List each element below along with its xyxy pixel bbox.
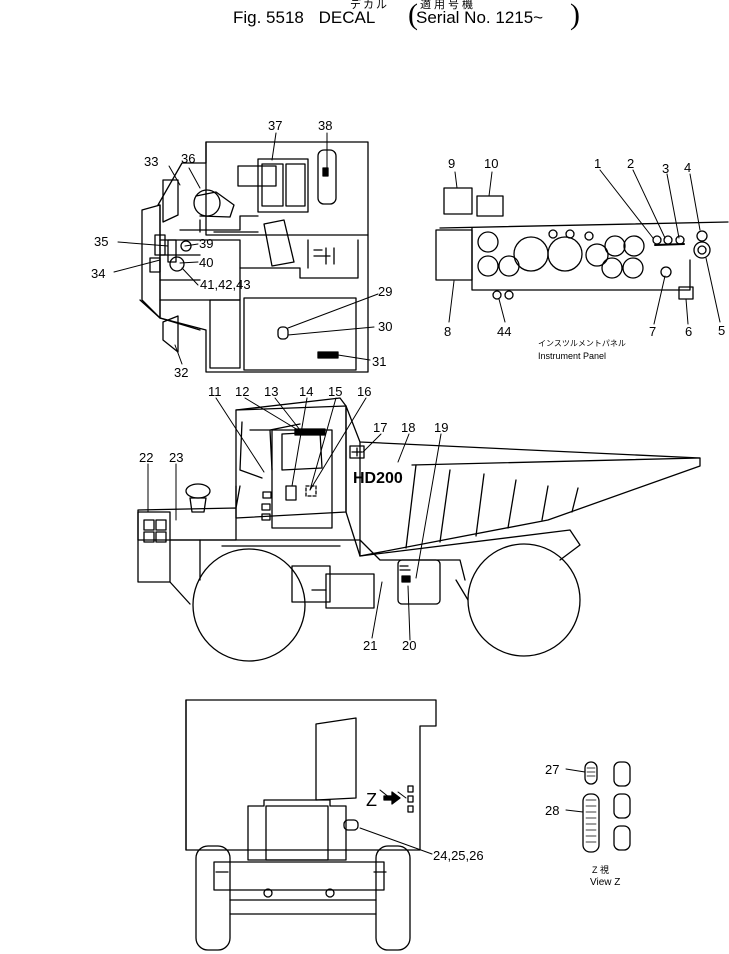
instrument-panel-caption: Instrument Panel — [538, 351, 606, 361]
callout-14: 14 — [299, 384, 313, 399]
view-z-marker: Z — [366, 790, 377, 810]
view-z-leaders — [565, 768, 586, 813]
open-bracket: ( — [408, 0, 418, 31]
callout-7: 7 — [649, 324, 656, 339]
callout-11: 11 — [208, 384, 222, 399]
view-z-detail — [582, 761, 631, 853]
callout-33: 33 — [144, 154, 158, 169]
captions: インスツルメントパネル Instrument Panel Z 視 View Z — [538, 339, 626, 888]
figure-subject: DECAL — [318, 8, 376, 27]
callout-6: 6 — [685, 324, 692, 339]
callout-13: 13 — [264, 384, 278, 399]
decal-title-jp: デカル — [350, 0, 389, 11]
rear-view-leaders — [359, 827, 433, 855]
callout-17: 17 — [373, 420, 387, 435]
callout-27: 27 — [545, 762, 559, 777]
callout-24-26: 24,25,26 — [433, 848, 484, 863]
callout-2: 2 — [627, 156, 634, 171]
serial-range: ( 適用号機 Serial No. 1215~ ) — [408, 0, 580, 34]
callout-29: 29 — [378, 284, 392, 299]
callout-12: 12 — [235, 384, 249, 399]
figure-header: デカル Fig. 5518 DECAL ( 適用号機 Serial No. 12… — [0, 0, 729, 40]
view-z-caption-jp: Z 視 — [592, 864, 609, 875]
model-badge: HD200 — [353, 470, 403, 487]
cab-detail-view — [139, 141, 369, 373]
callout-35: 35 — [94, 234, 108, 249]
serial-range-jp: 適用号機 — [420, 0, 476, 11]
callout-9: 9 — [448, 156, 455, 171]
callout-36: 36 — [181, 151, 195, 166]
callout-4: 4 — [684, 160, 691, 175]
callout-37: 37 — [268, 118, 282, 133]
serial-range-text: Serial No. 1215~ — [416, 8, 544, 27]
callout-28: 28 — [545, 803, 559, 818]
figure-title: Fig. 5518 DECAL — [233, 8, 385, 28]
callout-3: 3 — [662, 161, 669, 176]
callout-5: 5 — [718, 323, 725, 338]
callout-21: 21 — [363, 638, 377, 653]
callout-19: 19 — [434, 420, 448, 435]
callout-23: 23 — [169, 450, 183, 465]
cab-detail-leaders — [113, 132, 379, 365]
callout-39: 39 — [199, 236, 213, 251]
callout-30: 30 — [378, 319, 392, 334]
figure-number: Fig. 5518 — [233, 8, 304, 27]
callout-labels: 33 36 37 38 35 34 39 40 41,42,43 29 30 3… — [91, 118, 725, 863]
callout-41-43: 41,42,43 — [200, 277, 251, 292]
callout-34: 34 — [91, 266, 105, 281]
view-z-caption: View Z — [590, 877, 620, 888]
callout-22: 22 — [139, 450, 153, 465]
callout-40: 40 — [199, 255, 213, 270]
truck-side-view: HD200 — [137, 397, 701, 662]
callout-10: 10 — [484, 156, 498, 171]
side-view-leaders — [147, 397, 442, 641]
callout-15: 15 — [328, 384, 342, 399]
instrument-panel-leaders — [448, 169, 721, 325]
callout-18: 18 — [401, 420, 415, 435]
callout-16: 16 — [357, 384, 371, 399]
instrument-panel-caption-jp: インスツルメントパネル — [538, 339, 626, 348]
callout-8: 8 — [444, 324, 451, 339]
close-bracket: ) — [570, 0, 580, 31]
callout-32: 32 — [174, 365, 188, 380]
callout-44: 44 — [497, 324, 511, 339]
callout-38: 38 — [318, 118, 332, 133]
callout-20: 20 — [402, 638, 416, 653]
instrument-panel-view — [435, 187, 729, 300]
truck-rear-view: Z — [185, 699, 437, 951]
callout-1: 1 — [594, 156, 601, 171]
callout-31: 31 — [372, 354, 386, 369]
